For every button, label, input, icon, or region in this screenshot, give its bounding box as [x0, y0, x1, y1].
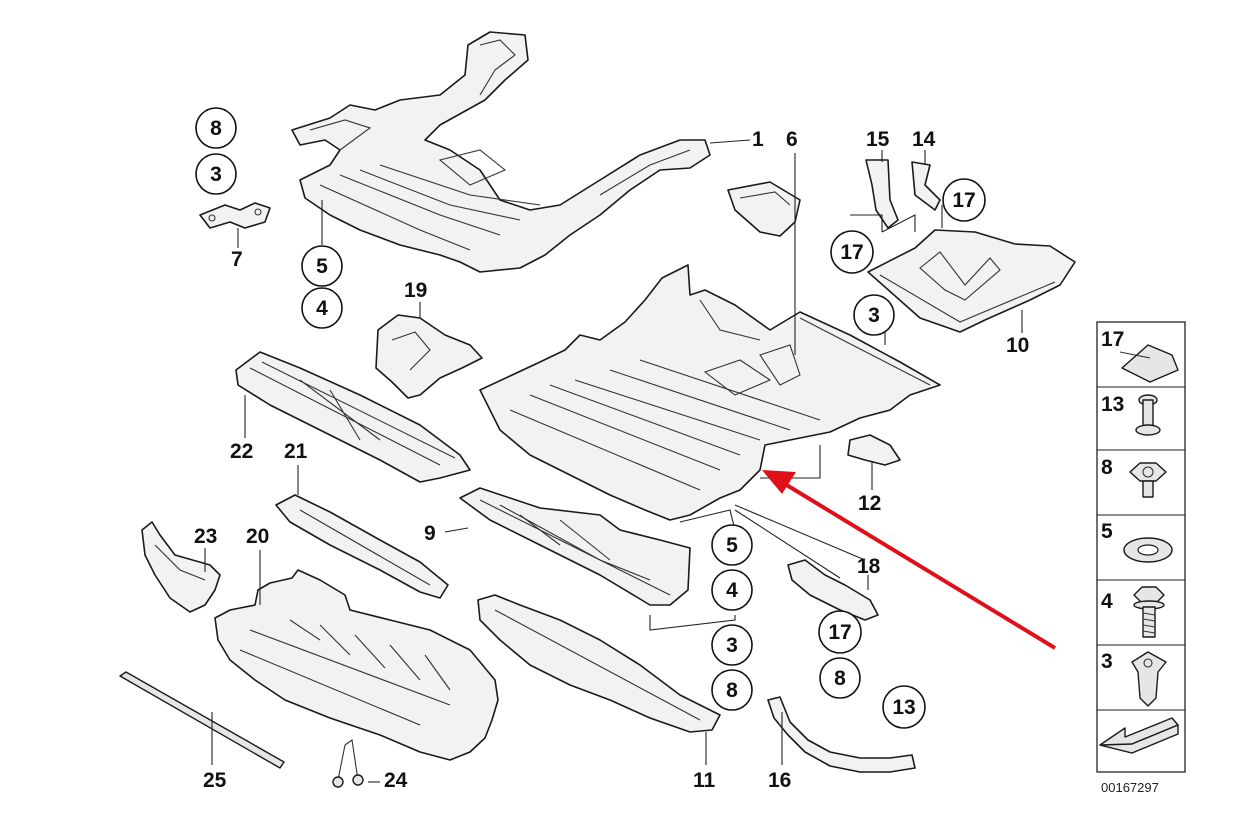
part-18-bracket [787, 559, 879, 621]
label-14: 14 [912, 128, 936, 151]
legend-num-5: 3 [1101, 650, 1113, 673]
label-9: 9 [424, 522, 436, 545]
svg-text:17: 17 [840, 241, 863, 264]
legend-num-4: 4 [1101, 590, 1113, 613]
part-23-side-cover [141, 521, 221, 613]
part-6-bracket [727, 181, 801, 237]
callout-17-low: 17 [818, 610, 862, 654]
svg-text:5: 5 [316, 255, 328, 278]
label-6: 6 [786, 128, 798, 151]
fastener-legend: 17 13 8 5 4 3 [1096, 321, 1186, 795]
label-21: 21 [284, 440, 308, 463]
svg-text:4: 4 [316, 297, 328, 320]
part-16-wheel-arch-trim [767, 696, 916, 773]
main-underbody-panel [479, 264, 941, 521]
label-18: 18 [857, 555, 881, 578]
part-24-rivet [332, 739, 364, 788]
callout-5-mid: 5 [711, 524, 753, 566]
svg-text:8: 8 [726, 679, 738, 702]
svg-text:3: 3 [726, 634, 738, 657]
part-11-trim [477, 594, 721, 733]
part-1-underbody-shield [291, 31, 711, 273]
legend-num-2: 8 [1101, 456, 1113, 479]
label-22: 22 [230, 440, 253, 463]
label-7: 7 [231, 248, 243, 271]
svg-text:8: 8 [210, 117, 222, 140]
callout-4-mid: 4 [711, 569, 753, 611]
label-25: 25 [203, 769, 227, 792]
part-9-air-duct [459, 487, 691, 606]
svg-text:4: 4 [726, 579, 738, 602]
svg-text:3: 3 [210, 163, 222, 186]
svg-text:13: 13 [892, 696, 915, 719]
collar-nut-icon [1129, 462, 1167, 498]
callout-3-mid: 3 [853, 294, 895, 336]
legend-num-0: 17 [1101, 328, 1124, 351]
callout-17-right: 17 [942, 178, 986, 222]
part-15-bracket [865, 159, 899, 229]
svg-text:5: 5 [726, 534, 738, 557]
label-19: 19 [404, 279, 427, 302]
label-10: 10 [1006, 334, 1029, 357]
part-10-heat-shield [867, 229, 1076, 333]
part-25-sealing-strip [119, 671, 285, 769]
callout-8-low: 8 [711, 669, 753, 711]
part-12-cover [847, 434, 901, 466]
annotation-arrow [762, 470, 1057, 650]
circled-callouts: 8 3 5 4 17 17 3 5 4 3 8 17 8 13 [195, 107, 986, 729]
leader-lines [204, 139, 1023, 783]
callout-17-left: 17 [830, 230, 874, 274]
label-12: 12 [858, 492, 881, 515]
label-16: 16 [768, 769, 791, 792]
part-7-bracket [199, 202, 271, 229]
label-15: 15 [866, 128, 890, 151]
svg-text:3: 3 [868, 304, 880, 327]
callout-3-low: 3 [711, 624, 753, 666]
spreading-nut-icon [1131, 651, 1167, 707]
part-number-labels: 1 6 15 14 7 19 10 22 21 12 9 23 20 18 25… [194, 128, 1029, 792]
label-1: 1 [752, 128, 764, 151]
callout-4-top: 4 [301, 287, 343, 329]
callout-13: 13 [882, 685, 926, 729]
label-20: 20 [246, 525, 269, 548]
part-20-front-shield [214, 569, 499, 761]
callout-8-top: 8 [195, 107, 237, 149]
part-21-bracket-bar [275, 494, 449, 599]
washer-icon [1123, 537, 1173, 563]
svg-text:8: 8 [834, 667, 846, 690]
legend-num-3: 5 [1101, 520, 1113, 543]
figure-number: 00167297 [1101, 780, 1159, 795]
part-19-bracket [375, 314, 483, 399]
callout-5-top: 5 [301, 245, 343, 287]
front-direction-arrow-icon [1099, 717, 1179, 754]
callout-3-top: 3 [195, 153, 237, 195]
collar-screw-icon [1133, 586, 1165, 638]
legend-num-1: 13 [1101, 393, 1124, 416]
clip-nut-icon [1119, 344, 1179, 383]
label-11: 11 [693, 769, 716, 792]
callout-8-right-low: 8 [819, 657, 861, 699]
svg-text:17: 17 [952, 189, 975, 212]
label-24: 24 [384, 769, 408, 792]
label-23: 23 [194, 525, 217, 548]
expanding-rivet-icon [1135, 394, 1161, 436]
svg-text:17: 17 [828, 621, 851, 644]
part-22-air-duct [235, 351, 471, 483]
part-14-bracket [911, 161, 941, 211]
